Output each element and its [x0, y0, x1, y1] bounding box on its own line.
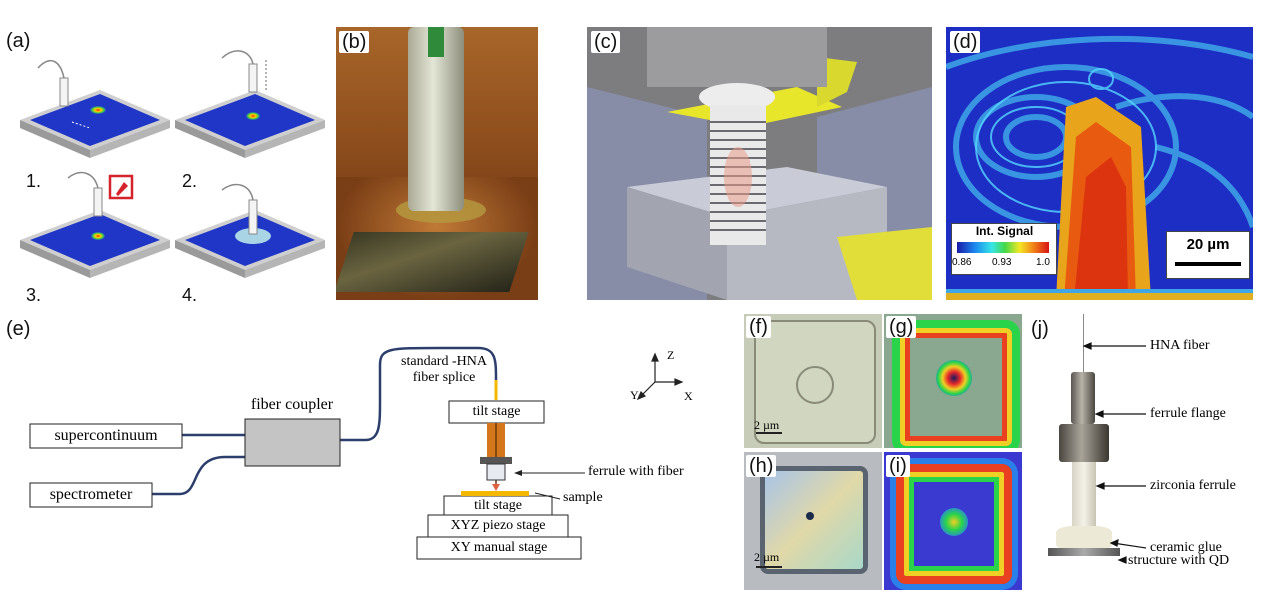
ferrule-tip	[486, 463, 506, 481]
ceramic-glue-label: ceramic glue	[1150, 540, 1222, 555]
panel-c-illustration	[587, 27, 932, 300]
colorbar-gradient	[957, 242, 1049, 253]
panel-label-e: (e)	[6, 318, 31, 340]
hna-fiber-label: HNA fiber	[1150, 338, 1210, 353]
qd-structure	[1048, 548, 1120, 556]
flange-body	[1059, 424, 1109, 462]
panel-h-scalebar	[756, 566, 782, 568]
colorbar-title: Int. Signal	[975, 224, 1034, 238]
panel-e-schematic	[29, 346, 684, 560]
panel-f-scalebar	[756, 432, 782, 434]
spectrometer-box	[29, 482, 153, 508]
step-label-2: 2.	[182, 171, 198, 191]
panel-label-g: (g)	[886, 316, 917, 338]
axis-z-label: Z	[667, 348, 675, 362]
panel-d-map: Int. Signal 0.86 0.93 1.0 20 µm	[946, 27, 1253, 300]
step-4-plate	[175, 183, 325, 278]
colorbar-box: Int. Signal 0.86 0.93 1.0	[951, 223, 1057, 275]
panel-label-f: (f)	[746, 316, 771, 338]
splice-label: standard -HNA fiber splice	[384, 354, 504, 386]
step-label-3: 3.	[26, 285, 42, 305]
ferrule-flange	[480, 457, 512, 464]
panel-label-j: (j)	[1028, 318, 1052, 340]
ceramic-glue	[1056, 526, 1112, 548]
axis-x-label: X	[684, 389, 693, 403]
step-3-plate	[20, 171, 170, 278]
panel-label-a: (a)	[6, 30, 31, 52]
tilt-stage-top-label: tilt stage	[472, 404, 521, 419]
panel-h-scalebar-label: 2 µm	[754, 550, 780, 564]
supercontinuum-label: supercontinuum	[54, 427, 158, 444]
axes-icon	[636, 352, 684, 401]
zirconia-ferrule-label: zirconia ferrule	[1150, 478, 1236, 493]
axis-y-label: Y	[630, 388, 639, 402]
splice-label-line2: fiber splice	[412, 370, 476, 385]
panel-d-scalebar-box: 20 µm	[1166, 231, 1250, 279]
light-cone	[492, 484, 500, 491]
panel-j-arrows	[1082, 342, 1147, 564]
xyz-piezo-label: XYZ piezo stage	[450, 518, 546, 533]
sample-label: sample	[563, 490, 603, 505]
step-1-plate	[20, 59, 170, 158]
panel-label-d: (d)	[950, 31, 981, 53]
panel-b-photo	[336, 27, 538, 300]
panel-j-photo	[1026, 314, 1254, 590]
panel-d-scalebar-line	[1175, 262, 1241, 266]
splice-label-line1: standard -HNA	[401, 354, 487, 369]
colorbar-tick-mid: 0.93	[992, 257, 1012, 268]
panel-label-i: (i)	[886, 455, 910, 477]
fiber-coupler-box	[244, 418, 341, 467]
tilt-stage-bottom-label: tilt stage	[474, 498, 522, 513]
xy-manual-label: XY manual stage	[450, 540, 548, 555]
step-2-plate	[175, 50, 325, 158]
colorbar-tick-min: 0.86	[952, 257, 972, 268]
panel-a-illustration	[20, 50, 325, 278]
structure-qd-label: structure with QD	[1128, 553, 1230, 568]
ferrule-flange-label: ferrule flange	[1150, 406, 1226, 421]
panel-label-b: (b)	[339, 31, 370, 53]
ferrule-label: ferrule with fiber	[588, 464, 684, 479]
step-label-1: 1.	[26, 171, 42, 191]
panel-label-h: (h)	[746, 455, 777, 477]
supercontinuum-box	[29, 423, 183, 449]
panel-label-c: (c)	[591, 31, 621, 53]
fiber-lines	[152, 346, 498, 496]
panel-f-scalebar-label: 2 µm	[754, 418, 780, 432]
fiber-coupler-label: fiber coupler	[250, 396, 334, 413]
colorbar-tick-max: 1.0	[1036, 257, 1050, 268]
xy-manual-box	[416, 536, 582, 560]
panel-c-render	[587, 27, 932, 300]
panel-h-micrograph: 2 µm	[744, 452, 882, 590]
flange-top	[1071, 372, 1095, 424]
spectrometer-label: spectrometer	[49, 486, 133, 503]
panel-d-scalebar-label: 20 µm	[1186, 236, 1230, 253]
step-label-4: 4.	[182, 285, 198, 305]
zirconia-ferrule	[1072, 462, 1096, 538]
sample-layer	[461, 491, 529, 496]
